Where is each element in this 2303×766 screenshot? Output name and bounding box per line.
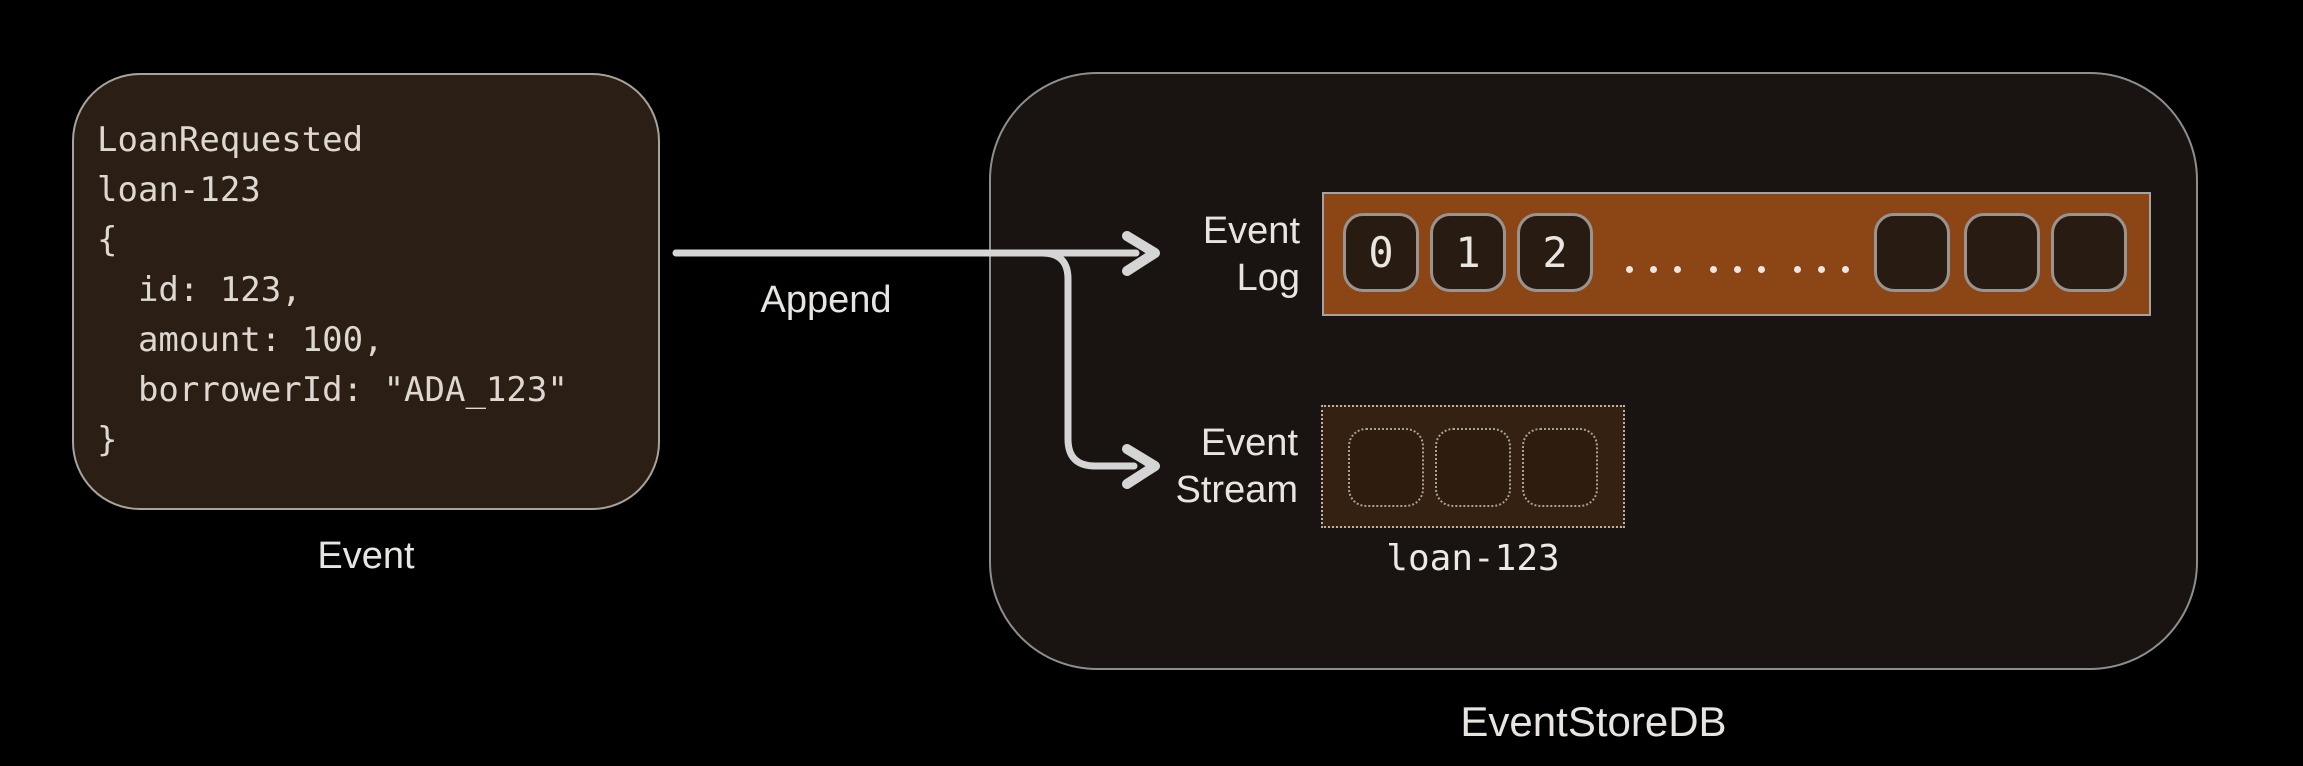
event-log-label: Event Log: [1203, 208, 1300, 302]
stream-placeholder-cell-3: [1522, 428, 1598, 507]
event-card: LoanRequested loan-123 { id: 123, amount…: [72, 73, 660, 510]
dot: [1734, 266, 1741, 273]
dot: [1842, 266, 1849, 273]
code-line-stream-id: loan-123: [97, 170, 261, 210]
event-stream-label-line1: Event: [1200, 422, 1298, 464]
event-log-label-line1: Event: [1202, 210, 1300, 252]
log-empty-cell-2: [1964, 213, 2040, 292]
event-log-label-line2: Log: [1236, 257, 1300, 299]
dot: [1650, 266, 1657, 273]
stream-name-caption: loan-123: [1386, 538, 1560, 579]
stream-placeholder-cell-2: [1435, 428, 1511, 507]
append-arrow-label: Append: [760, 279, 892, 321]
code-line-borrower: borrowerId: "ADA_123": [97, 370, 568, 410]
dot: [1710, 266, 1717, 273]
ellipsis-group: [1626, 266, 1681, 273]
log-empty-cell-1: [1874, 213, 1950, 292]
code-line-event-type: LoanRequested: [97, 120, 364, 160]
log-empty-cell-3: [2051, 213, 2127, 292]
log-cell-2: 2: [1517, 213, 1593, 292]
code-line-brace-open: {: [97, 220, 118, 260]
eventstoredb-caption: EventStoreDB: [1460, 698, 1727, 745]
ellipsis-dots: [1626, 266, 1849, 273]
code-line-brace-close: }: [97, 420, 118, 460]
dot: [1674, 266, 1681, 273]
dot: [1758, 266, 1765, 273]
dot: [1794, 266, 1801, 273]
dot: [1626, 266, 1633, 273]
ellipsis-group: [1794, 266, 1849, 273]
event-stream-label: Event Stream: [1176, 420, 1298, 514]
event-log-bar: 0 1 2: [1322, 192, 2151, 316]
event-stream-label-line2: Stream: [1175, 469, 1298, 511]
code-line-amount: amount: 100,: [97, 320, 384, 360]
log-cell-0: 0: [1343, 213, 1419, 292]
eventstoredb-container: [989, 72, 2198, 670]
dot: [1818, 266, 1825, 273]
stream-placeholder-cell-1: [1348, 428, 1424, 507]
code-line-id: id: 123,: [97, 270, 302, 310]
event-stream-box: [1321, 405, 1625, 528]
ellipsis-group: [1710, 266, 1765, 273]
event-card-caption: Event: [317, 535, 415, 577]
log-cell-1: 1: [1430, 213, 1506, 292]
